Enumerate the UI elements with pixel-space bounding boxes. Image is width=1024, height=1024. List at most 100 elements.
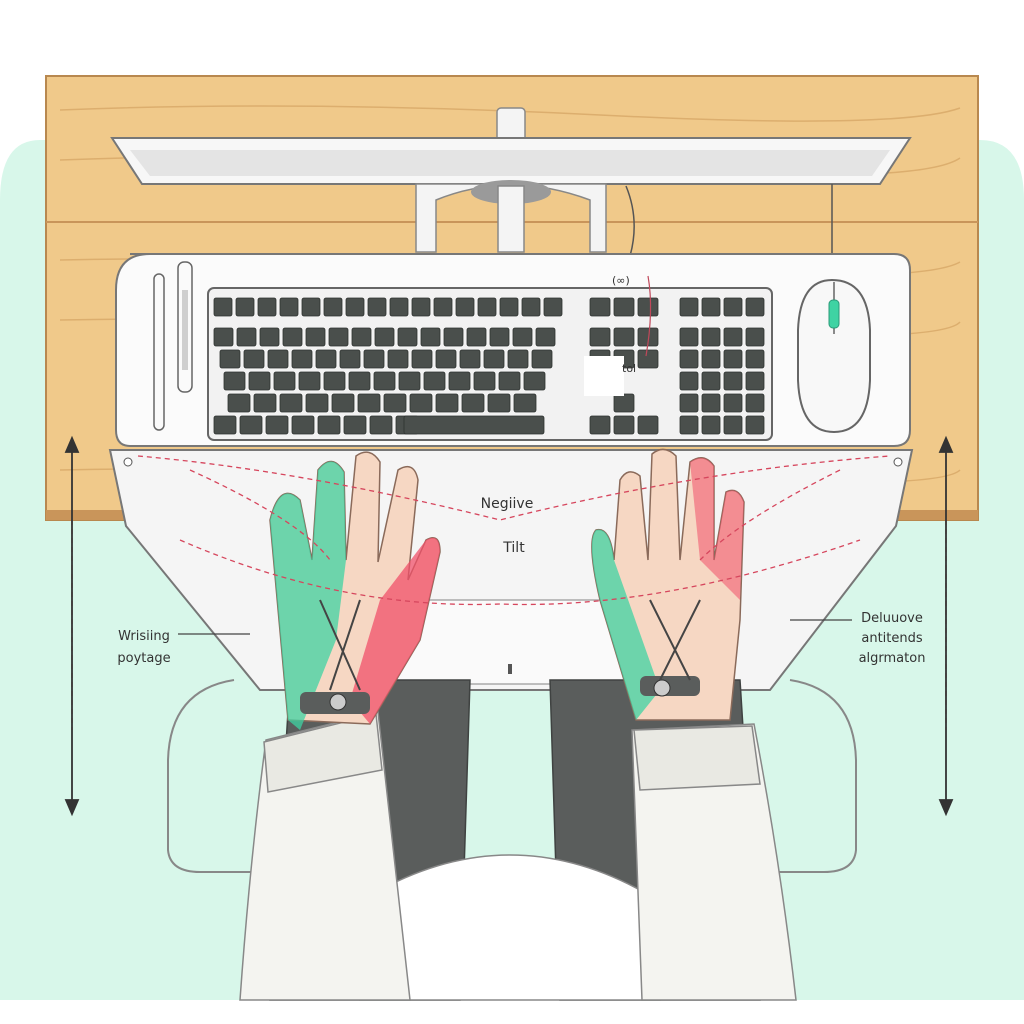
keyboard-key (411, 297, 431, 317)
keyboard-key (236, 327, 257, 347)
keyboard-key (397, 327, 418, 347)
keyboard-key (253, 393, 277, 413)
keyboard-key (589, 327, 611, 347)
keyboard-key (745, 415, 765, 435)
keyboard-key (351, 327, 372, 347)
keyboard-key (745, 297, 765, 317)
height-arrows (64, 435, 954, 817)
keyboard-key (701, 297, 721, 317)
keyboard-key (409, 393, 433, 413)
keyboard-key (213, 297, 233, 317)
keyboard-key (487, 393, 511, 413)
keyboard-key (513, 393, 537, 413)
keyboard-key (723, 297, 743, 317)
keyboard-key (301, 297, 321, 317)
keyboard-key (701, 349, 721, 369)
keyboard-key (374, 327, 395, 347)
keyboard-key (523, 371, 546, 391)
keyboard-key (291, 415, 315, 435)
keyboard-key (239, 415, 263, 435)
keyboard-key (305, 327, 326, 347)
keyboard-key (373, 371, 396, 391)
keyboard-key (701, 327, 721, 347)
keyboard-key (613, 393, 635, 413)
keyboard-key (317, 415, 341, 435)
keyboard-key (679, 371, 699, 391)
keyboard-key (589, 297, 611, 317)
keyboard-key (213, 415, 237, 435)
keyboard-key (461, 393, 485, 413)
keyboard-key (723, 371, 743, 391)
keyboard-key (477, 297, 497, 317)
keyboard-key (521, 297, 541, 317)
keyboard-key (282, 327, 303, 347)
keyboard-key (291, 349, 313, 369)
keyboard-key (227, 393, 251, 413)
keyboard-key (745, 393, 765, 413)
keyboard-key (507, 349, 529, 369)
keyboard-key (723, 393, 743, 413)
keyboard-key (679, 349, 699, 369)
callout-lines (178, 619, 852, 635)
keyboard-key (331, 393, 355, 413)
keyboard-key (613, 297, 635, 317)
mouse (797, 278, 871, 434)
keyboard-key (315, 349, 337, 369)
chair (167, 679, 857, 873)
keyboard-key (723, 349, 743, 369)
keyboard-key (213, 327, 234, 347)
keyboard-key (348, 371, 371, 391)
keyboard-key (411, 349, 433, 369)
keyboard-key (367, 297, 387, 317)
keyboard-key (455, 297, 475, 317)
tilt-label-line1: Negiive (481, 496, 534, 512)
keyboard-key (369, 415, 393, 435)
sleeves (239, 711, 797, 1001)
tilt-label-line2: Tilt (502, 540, 525, 556)
keyboard-key (257, 297, 277, 317)
keyboard-key (489, 327, 510, 347)
keyboard-key (459, 349, 481, 369)
keyboard-key (273, 371, 296, 391)
keyboard-key (435, 349, 457, 369)
keyboard: (∞) tol (207, 274, 773, 441)
pens (153, 261, 193, 431)
keyboard-key (543, 297, 563, 317)
keyboard-key (701, 393, 721, 413)
keyboard-key (433, 297, 453, 317)
keyboard-key (305, 393, 329, 413)
keyboard-key (345, 297, 365, 317)
keyboard-key (387, 349, 409, 369)
keyboard-key (679, 297, 699, 317)
keyboard-key (745, 327, 765, 347)
keyboard-key (298, 371, 321, 391)
keyboard-key (279, 297, 299, 317)
keyboard-key (219, 349, 241, 369)
right-hand (591, 448, 745, 721)
keyboard-key (323, 371, 346, 391)
keyboard-key (637, 349, 659, 369)
keypad-mark-top: (∞) (612, 274, 630, 287)
keyboard-key (279, 393, 303, 413)
keyboard-key (701, 415, 721, 435)
keyboard-key (589, 415, 611, 435)
keyboard-key (328, 327, 349, 347)
keyboard-key (499, 297, 519, 317)
keyboard-key (535, 327, 556, 347)
keyboard-key (701, 371, 721, 391)
keyboard-key (498, 371, 521, 391)
keyboard-key (389, 297, 409, 317)
keyboard-key (745, 349, 765, 369)
keyboard-key (235, 297, 255, 317)
right-callout-line1: Deluuove (861, 611, 923, 626)
keyboard-key (483, 349, 505, 369)
keypad-mark-mid: tol (622, 362, 636, 375)
keyboard-key (223, 371, 246, 391)
keyboard-key (613, 327, 635, 347)
keyboard-key (613, 415, 635, 435)
keyboard-key (398, 371, 421, 391)
left-hand (269, 451, 441, 730)
keyboard-key (363, 349, 385, 369)
keyboard-key (403, 415, 545, 435)
